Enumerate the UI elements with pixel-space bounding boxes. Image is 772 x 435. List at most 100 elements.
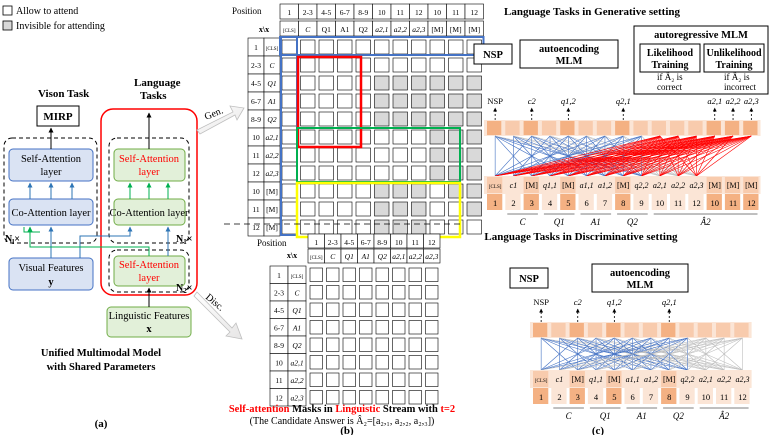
bottom-row-token-text: [CLS] [291,275,304,280]
mask-cell-allow [318,93,334,109]
mask-cell-allow [318,111,334,127]
hidden-node [606,323,621,337]
mask-cell-allow [392,57,408,73]
token-cell [724,177,741,193]
mask-cell-allow [425,337,439,352]
top-header-pos-text: 11 [397,8,404,17]
mask-cell-allow [281,201,297,217]
bottom-row-pos-text: 8-9 [274,341,284,350]
token-text: q2,2 [681,375,695,384]
top-row-token-text: [CLS] [266,47,279,52]
hidden-node [560,121,575,135]
position-text: 2 [557,392,561,402]
position-text: 6 [585,198,589,208]
bottom-header-token-text: a2,1 [392,252,405,261]
hidden-node [587,323,603,337]
token-text: [M] [572,375,585,384]
unlikelihood-l2: Training [715,60,752,71]
mask-cell-allow [318,39,334,55]
hidden-node [624,323,639,337]
mask-cell-allow [359,320,373,335]
mask-cell-invisible [411,201,427,217]
token-text: [M] [745,181,758,190]
token-cell [569,371,585,387]
mask-cell-allow [309,285,323,300]
attention-edge [541,337,688,371]
mask-cell-allow [411,39,427,55]
mask-cell-allow [281,147,297,163]
mask-cell-allow [342,320,356,335]
token-cell [661,371,677,387]
token-cell [487,177,503,193]
bottom-header-pos-text: 4-5 [344,238,354,247]
token-cell [679,371,695,387]
attention-edge [669,337,743,371]
if-incorrect-l2: incorrect [724,82,756,92]
mask-cell-allow [326,285,340,300]
token-text: [M] [562,181,575,190]
hidden-node [533,323,548,337]
mask-cell-allow [425,267,439,282]
mask-cell-invisible [448,93,464,109]
position-cell [569,388,585,404]
position-cell [642,388,659,404]
token-cell [624,371,640,387]
mask-cell-allow [318,129,334,145]
language-bottom-self-attention-l2: layer [139,273,160,284]
mask-cell-allow [374,129,390,145]
label-b: (b) [340,425,354,435]
bottom-row-pos-text: 2-3 [274,289,284,298]
position-text: 4 [594,392,599,402]
hidden-node [661,323,676,337]
attention-edge [559,337,743,371]
disc-pointer [193,291,243,340]
token-cell [651,177,667,193]
mask-cell-allow [411,165,427,181]
label-c: (c) [592,425,605,435]
top-header-token-text: [M] [431,25,443,34]
mask-cell-invisible [374,111,390,127]
output-label: q2,1 [662,297,677,307]
caption-b-part2: Masks in [290,404,336,415]
attention-edge [623,135,752,177]
token-cell [541,177,558,193]
mask-cell-allow [374,165,390,181]
attention-edge [495,135,734,177]
top-row-token-text: [M] [266,205,278,214]
token-text: c1 [510,181,518,190]
panel-c: Language Tasks in Generative setting NSP… [473,6,769,435]
mask-cell-allow [375,285,389,300]
mask-cell-allow [281,129,297,145]
mask-cell-allow [326,390,340,405]
group-label: A1 [636,411,647,421]
hidden-node [505,121,520,135]
token-text: a1,1 [626,375,640,384]
position-cell [615,194,631,210]
bottom-row-token-text: Q1 [292,306,301,315]
attention-edge [495,135,715,177]
mask-cell-invisible [466,93,482,109]
position-cell [633,194,649,210]
mask-cell-allow [429,57,445,73]
position-cell [596,194,613,210]
mask-cell-allow [342,285,356,300]
output-label: NSP [487,96,503,106]
mask-cell-allow [281,39,297,55]
mask-cell-allow [337,165,353,181]
bottom-row-pos-text: 11 [275,376,282,385]
mask-cell-allow [392,165,408,181]
mask-cell-allow [281,219,297,235]
bottom-header-token-text: a2,3 [425,252,438,261]
attention-edge [541,337,652,371]
mask-cell-allow [342,390,356,405]
mask-cell-allow [342,372,356,387]
mask-cell-allow [408,337,422,352]
mask-cell-allow [318,219,334,235]
mask-cell-invisible [429,147,445,163]
mask-cell-invisible [429,129,445,145]
top-header-token-text: Q1 [322,25,331,34]
mask-cell-invisible [411,219,427,235]
top-row-pos-text: 1 [254,43,258,52]
hidden-node [551,323,566,337]
attention-edge [678,135,752,177]
